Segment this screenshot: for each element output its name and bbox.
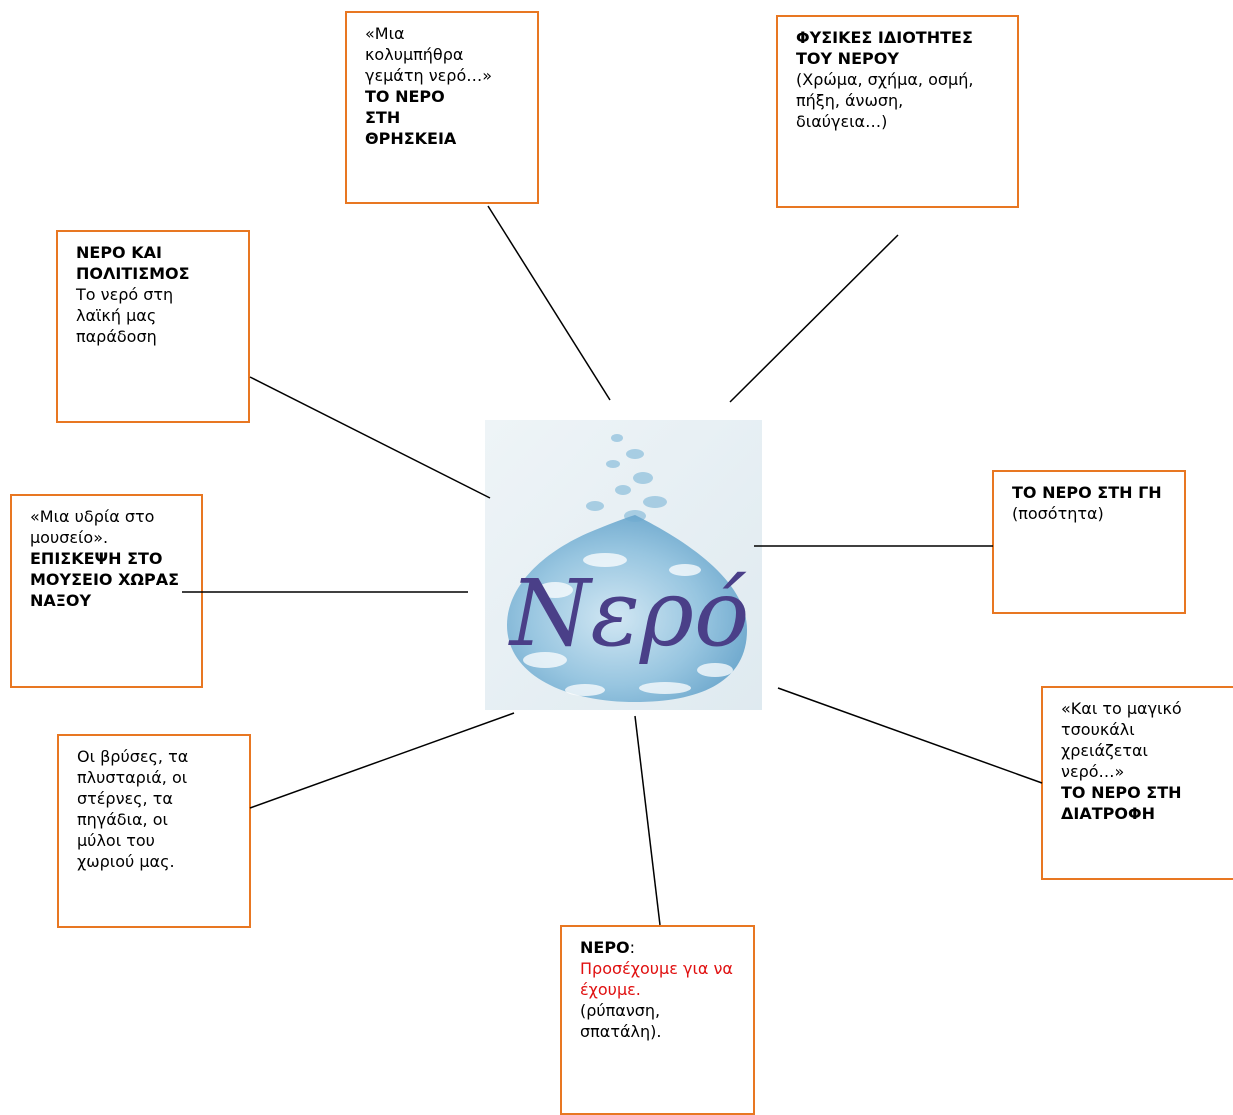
culture-text: Το νερό στη λαϊκή μας παράδοση	[76, 285, 174, 346]
pollution-text: (ρύπανση, σπατάλη).	[580, 1001, 662, 1041]
nutrition-title: ΤΟ ΝΕΡΟ ΣΤΗ ΔΙΑΤΡΟΦΗ	[1061, 783, 1182, 823]
physical-text: (Χρώμα, σχήμα, οσμή, πήξη, άνωση, διαύγε…	[796, 70, 974, 131]
earth-text: (ποσότητα)	[1012, 504, 1104, 523]
link-nutrition	[777, 687, 1043, 784]
box-physical-properties: ΦΥΣΙΚΕΣ ΙΔΙΟΤΗΤΕΣ ΤΟΥ ΝΕΡΟΥ (Χρώμα, σχήμ…	[776, 15, 1019, 208]
box-nutrition: «Και το μαγικό τσουκάλι χρειάζεται νερό……	[1041, 686, 1233, 880]
fountains-text: Οι βρύσες, τα πλυσταριά, οι στέρνες, τα …	[77, 747, 189, 871]
link-pollution	[634, 715, 661, 926]
center-word: Νερό	[508, 560, 749, 667]
link-physical	[729, 234, 899, 403]
link-culture	[249, 376, 491, 499]
museum-title: ΕΠΙΣΚΕΨΗ ΣΤΟ ΜΟΥΣΕΙΟ ΧΩΡΑΣ ΝΑΞΟΥ	[30, 549, 180, 610]
pollution-title: ΝΕΡΟ	[580, 938, 630, 957]
pollution-heading: ΝΕΡΟ:	[580, 937, 741, 958]
box-earth: ΤΟ ΝΕΡΟ ΣΤΗ ΓΗ (ποσότητα)	[992, 470, 1186, 614]
physical-title: ΦΥΣΙΚΕΣ ΙΔΙΟΤΗΤΕΣ ΤΟΥ ΝΕΡΟΥ	[796, 28, 973, 68]
box-religion: «Μια κολυμπήθρα γεμάτη νερό…» ΤΟ ΝΕΡΟ ΣΤ…	[345, 11, 539, 204]
religion-quote: «Μια κολυμπήθρα γεμάτη νερό…»	[365, 24, 493, 85]
box-culture: ΝΕΡΟ ΚΑΙ ΠΟΛΙΤΙΣΜΟΣ Το νερό στη λαϊκή μα…	[56, 230, 250, 423]
pollution-colon: :	[629, 938, 636, 957]
box-museum: «Μια υδρία στο μουσείο». ΕΠΙΣΚΕΨΗ ΣΤΟ ΜΟ…	[10, 494, 203, 688]
center-water-image: Νερό	[485, 420, 762, 710]
nutrition-quote: «Και το μαγικό τσουκάλι χρειάζεται νερό……	[1061, 699, 1182, 781]
museum-quote: «Μια υδρία στο μουσείο».	[30, 507, 155, 547]
pollution-highlight: Προσέχουμε για να έχουμε.	[580, 959, 733, 999]
link-religion	[487, 205, 611, 401]
religion-title: ΤΟ ΝΕΡΟ ΣΤΗ ΘΡΗΣΚΕΙΑ	[365, 87, 457, 148]
earth-title: ΤΟ ΝΕΡΟ ΣΤΗ ΓΗ	[1012, 483, 1162, 502]
box-pollution: ΝΕΡΟ: Προσέχουμε για να έχουμε. (ρύπανση…	[560, 925, 755, 1115]
link-fountains	[249, 712, 515, 809]
box-fountains: Οι βρύσες, τα πλυσταριά, οι στέρνες, τα …	[57, 734, 251, 928]
culture-title: ΝΕΡΟ ΚΑΙ ΠΟΛΙΤΙΣΜΟΣ	[76, 243, 190, 283]
